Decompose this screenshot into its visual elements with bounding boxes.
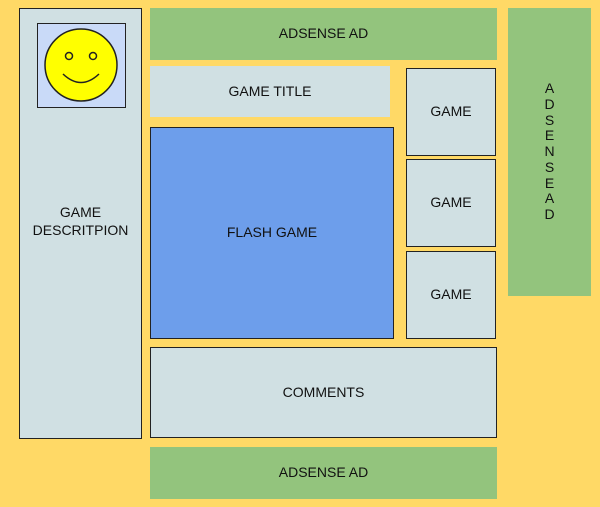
game-title-box: GAME TITLE	[150, 66, 390, 117]
game-thumbnail-label: GAME	[430, 194, 472, 211]
game-description-label: GAME DESCRITPION	[32, 204, 129, 238]
adsense-ad-top[interactable]: ADSENSE AD	[150, 8, 497, 60]
adsense-ad-top-label: ADSENSE AD	[278, 25, 369, 42]
adsense-ad-right[interactable]: A D S E N S E A D	[508, 8, 591, 296]
adsense-ad-bottom[interactable]: ADSENSE AD	[150, 447, 497, 499]
adsense-ad-right-label: A D S E N S E A D	[544, 80, 555, 222]
comments-label: COMMENTS	[282, 383, 365, 400]
smiley-face-icon	[44, 28, 118, 102]
comments-section[interactable]: COMMENTS	[150, 347, 497, 438]
game-thumbnail-3[interactable]: GAME	[406, 251, 496, 339]
game-description-panel: GAME DESCRITPION	[19, 8, 142, 439]
flash-game-area[interactable]: FLASH GAME	[150, 127, 394, 339]
avatar	[37, 23, 126, 108]
game-thumbnail-label: GAME	[430, 103, 472, 120]
game-thumbnail-label: GAME	[430, 286, 472, 303]
flash-game-label: FLASH GAME	[226, 224, 318, 241]
adsense-ad-bottom-label: ADSENSE AD	[278, 464, 369, 481]
game-title-label: GAME TITLE	[228, 82, 312, 99]
game-thumbnail-2[interactable]: GAME	[406, 159, 496, 247]
game-thumbnail-1[interactable]: GAME	[406, 68, 496, 156]
